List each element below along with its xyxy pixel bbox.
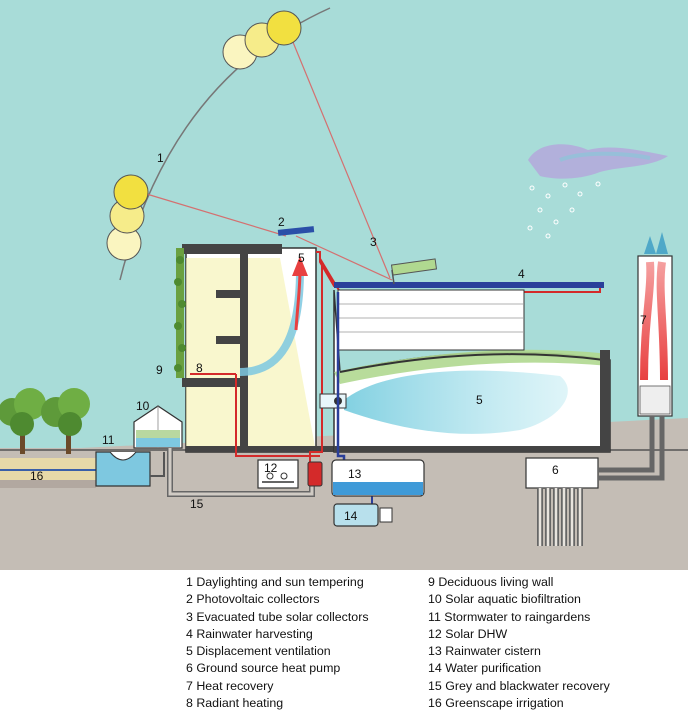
- pv-collector: [277, 226, 315, 236]
- callout-4: 4: [518, 267, 525, 281]
- office-tower: [182, 244, 336, 453]
- legend-item: 10 Solar aquatic biofiltration: [428, 592, 581, 607]
- vent-diffuser: [319, 393, 347, 409]
- legend-item: 2 Photovoltaic collectors: [186, 592, 320, 607]
- legend: 1 Daylighting and sun tempering 2 Photov…: [0, 570, 688, 710]
- legend-item: 11 Stormwater to raingardens: [428, 609, 591, 624]
- sun-ray: [139, 191, 287, 237]
- diagram-canvas: 1 2 3 4 5 5 6 7 8 9 10 11 12 13 14 15 16: [0, 0, 688, 570]
- legend-item: 15 Grey and blackwater recovery: [428, 678, 610, 693]
- heating-pipe: [309, 251, 601, 466]
- legend-column-left: 1 Daylighting and sun tempering 2 Photov…: [186, 574, 369, 712]
- callout-8: 8: [196, 361, 203, 375]
- legend-item: 6 Ground source heat pump: [186, 661, 341, 676]
- callout-6: 6: [552, 463, 559, 477]
- ground-source-heat-pump: [525, 416, 665, 546]
- solar-dhw-tank: [257, 459, 323, 489]
- sun-icon: [113, 174, 149, 210]
- callout-16: 16: [30, 469, 44, 483]
- heat-recovery-tower: [637, 232, 673, 417]
- callout-5-tower: 5: [298, 251, 305, 265]
- legend-item: 4 Rainwater harvesting: [186, 626, 313, 641]
- legend-item: 14 Water purification: [428, 661, 542, 676]
- callout-11: 11: [102, 433, 115, 447]
- callout-15: 15: [190, 497, 204, 511]
- legend-item: 12 Solar DHW: [428, 626, 508, 641]
- tree-icon: [0, 388, 46, 454]
- legend-item: 5 Displacement ventilation: [186, 644, 331, 659]
- water-purification-unit: [333, 503, 393, 527]
- callout-10: 10: [136, 399, 150, 413]
- legend-item: 13 Rainwater cistern: [428, 644, 541, 659]
- callout-3: 3: [370, 235, 377, 249]
- legend-item: 3 Evacuated tube solar collectors: [186, 609, 369, 624]
- ventilation-airflow: [344, 370, 568, 434]
- callout-2: 2: [278, 215, 285, 229]
- callout-5-hall: 5: [476, 393, 483, 407]
- legend-column-right: 9 Deciduous living wall 10 Solar aquatic…: [428, 574, 610, 712]
- rain-cloud-icon: [527, 144, 668, 239]
- callout-1: 1: [157, 151, 164, 165]
- sun-ray: [287, 29, 391, 279]
- living-wall: [174, 248, 186, 378]
- callout-14: 14: [344, 509, 358, 523]
- callout-9: 9: [156, 363, 163, 377]
- legend-item: 8 Radiant heating: [186, 696, 284, 711]
- legend-item: 7 Heat recovery: [186, 678, 274, 693]
- legend-item: 16 Greenscape irrigation: [428, 696, 564, 711]
- sun-icon: [266, 10, 302, 46]
- rainwater-cistern: [331, 459, 425, 497]
- callout-12: 12: [264, 461, 278, 475]
- legend-item: 1 Daylighting and sun tempering: [186, 575, 364, 589]
- callout-13: 13: [348, 467, 362, 481]
- callout-7: 7: [640, 313, 647, 327]
- legend-item: 9 Deciduous living wall: [428, 575, 554, 589]
- tree-icon: [41, 388, 90, 454]
- biofiltration-greenhouse: [133, 405, 183, 449]
